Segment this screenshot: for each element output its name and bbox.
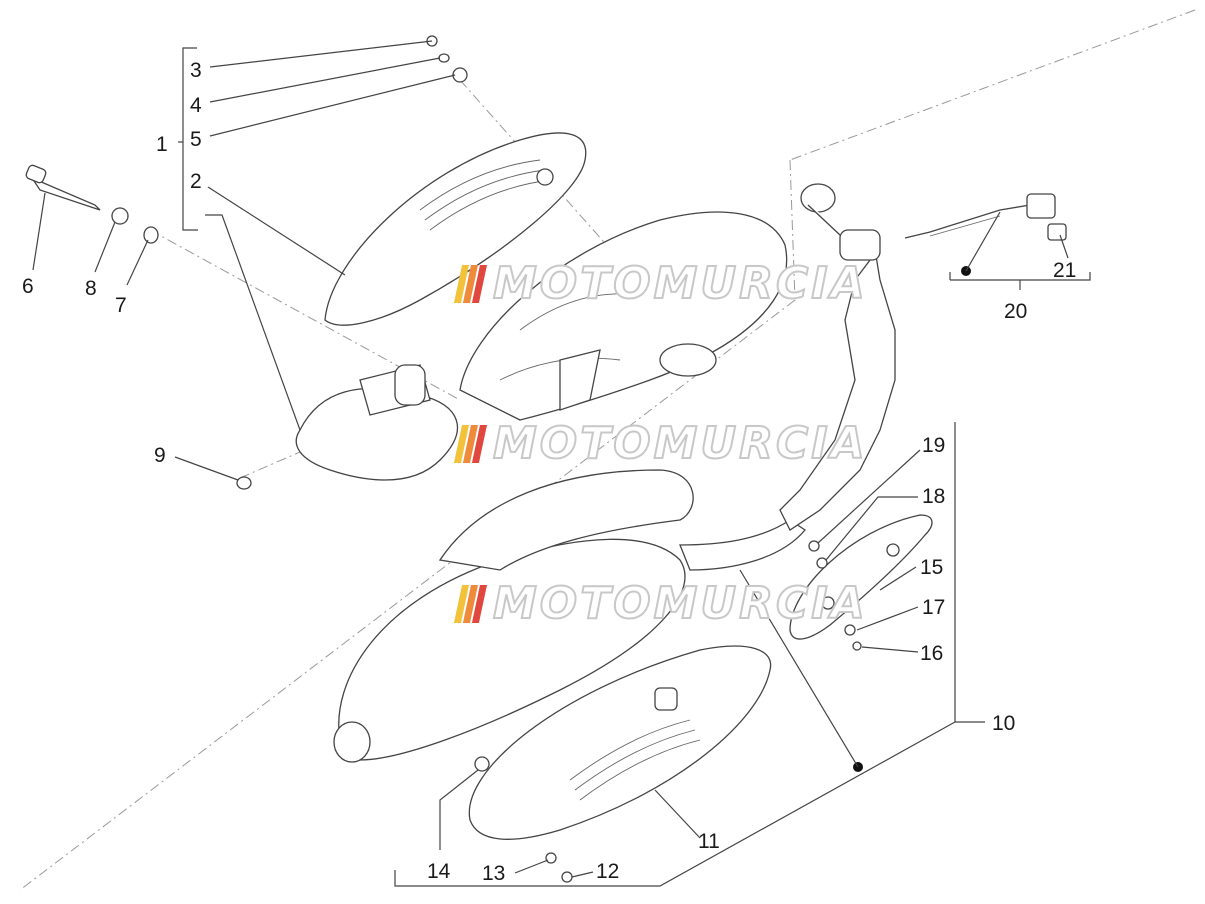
callout-9: 9: [154, 444, 166, 467]
callout-18: 18: [922, 485, 945, 508]
watermark-text: MOTOMURCIA: [493, 258, 868, 309]
callout-4: 4: [190, 94, 202, 117]
watermark-text: MOTOMURCIA: [493, 578, 868, 629]
watermark-text: MOTOMURCIA: [493, 418, 868, 469]
callout-2: 2: [190, 170, 202, 193]
hardware: [25, 35, 971, 883]
callout-14: 14: [427, 860, 451, 883]
callout-labels: 3 4 5 1 2 6 8 7 9 21 20 19 18 15 17 16 1…: [22, 59, 1076, 885]
callout-3: 3: [190, 59, 202, 82]
callout-12: 12: [596, 860, 619, 883]
upper-muffler-assembly: [295, 132, 788, 481]
callout-21: 21: [1053, 259, 1076, 282]
callout-10: 10: [992, 712, 1015, 735]
callout-6: 6: [22, 275, 34, 298]
callout-17: 17: [922, 596, 945, 619]
callout-19: 19: [922, 434, 945, 457]
callout-20: 20: [1004, 300, 1027, 323]
callout-1: 1: [156, 133, 168, 156]
leader-lines: [32, 40, 1091, 887]
callout-5: 5: [190, 128, 202, 151]
callout-15: 15: [920, 556, 943, 579]
callout-8: 8: [85, 277, 97, 300]
callout-11: 11: [698, 830, 720, 853]
callout-16: 16: [920, 642, 943, 665]
callout-7: 7: [115, 294, 127, 317]
watermark-stripes: [453, 425, 487, 463]
callout-13: 13: [482, 862, 505, 885]
right-exhaust-pipe: [779, 183, 1067, 640]
lower-muffler-assembly: [333, 469, 806, 840]
watermark: MOTOMURCIA MOTOMURCIA MOTOMURCIA: [453, 257, 868, 630]
